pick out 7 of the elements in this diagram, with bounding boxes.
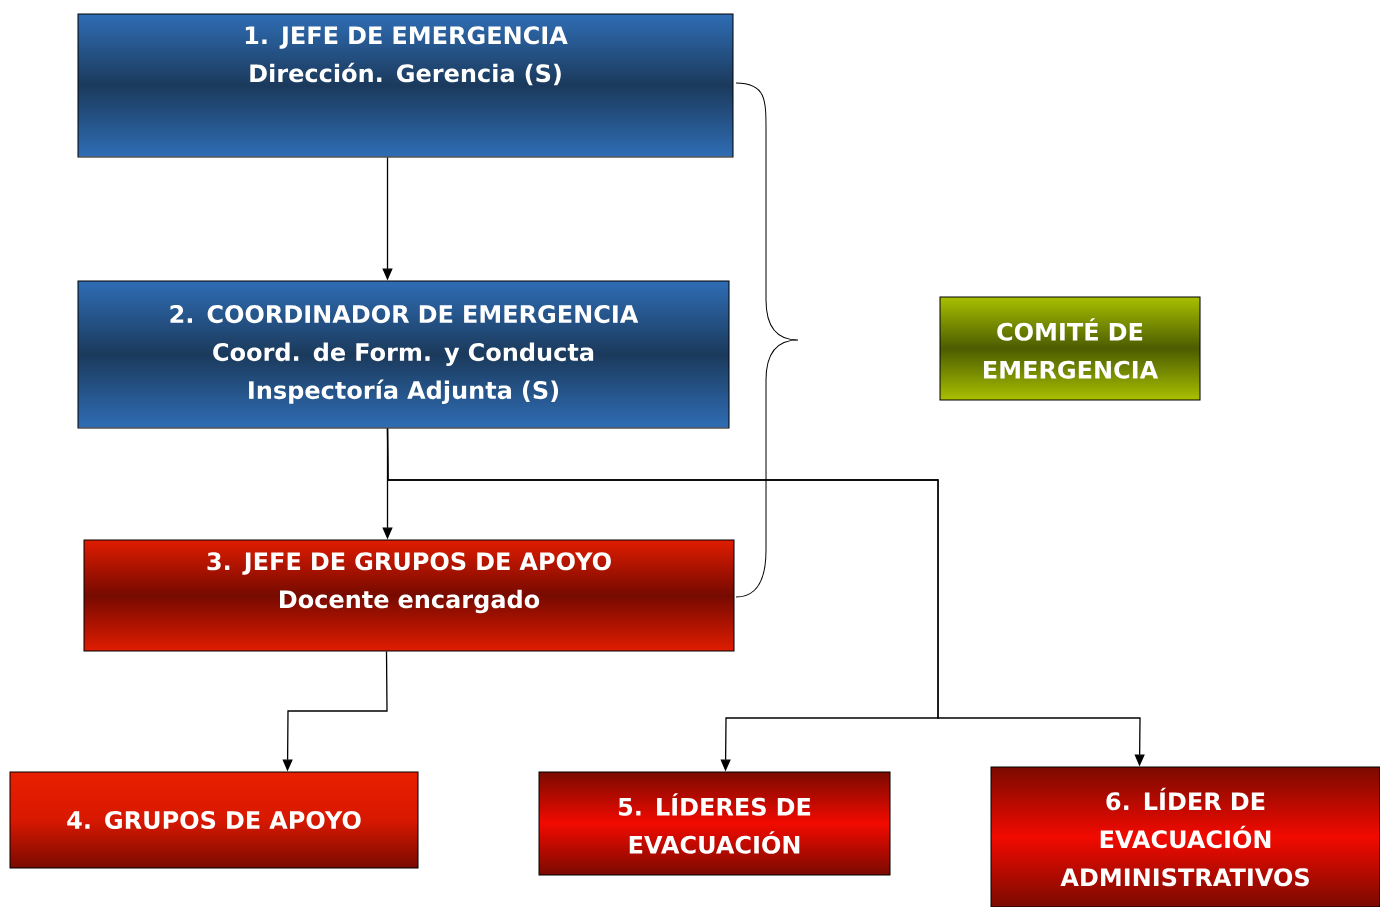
process-box: 6. LÍDER DE EVACUACIÓN ADMINISTRATIVOS [990,766,1380,907]
process-box: 4. GRUPOS DE APOYO [9,771,419,869]
process-box: 2. COORDINADOR DE EMERGENCIA Coord. de Form. y Conducta Inspectoría Adjunta (S) [77,280,730,429]
process-box: 3. JEFE DE GRUPOS DE APOYO Docente encargado [83,539,735,652]
committee-box: COMITÉ DE EMERGENCIA [939,296,1201,401]
process-box: 1. JEFE DE EMERGENCIA Dirección. Gerencia (S) [77,13,734,158]
process-box: 5. LÍDERES DE EVACUACIÓN [538,771,891,876]
